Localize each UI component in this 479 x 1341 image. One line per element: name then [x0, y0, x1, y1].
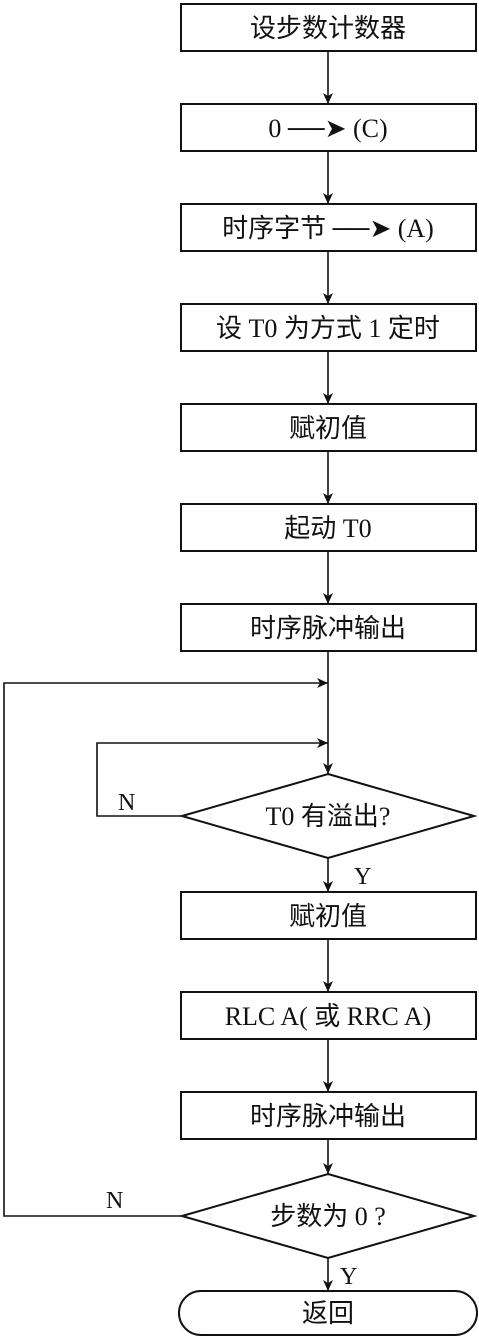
step-label-pulse-out-2: 时序脉冲输出 — [250, 1102, 406, 1131]
step-label-init-value-2: 赋初值 — [289, 902, 367, 931]
step-label-start-t0: 起动 T0 — [284, 514, 371, 543]
step-box-init-value-2 — [180, 891, 477, 940]
step-box-init-counter — [180, 3, 477, 52]
step-label-set-t0: 设 T0 为方式 1 定时 — [216, 314, 440, 343]
step-box-clear-c — [180, 103, 477, 152]
yes-label-steps-zero: Y — [340, 1264, 357, 1290]
terminal-label-return: 返回 — [302, 1299, 354, 1328]
step-label-init-value-1: 赋初值 — [289, 414, 367, 443]
step-box-pulse-out-2 — [180, 1091, 477, 1140]
step-box-start-t0 — [180, 503, 477, 552]
loop-no-t0-overflow — [96, 738, 328, 817]
step-label-clear-c: 0 ──➤ (C) — [268, 114, 387, 143]
no-label-steps-zero: N — [106, 1188, 123, 1214]
step-label-load-a: 时序字节 ──➤ (A) — [222, 214, 434, 243]
yes-label-t0-overflow: Y — [354, 864, 371, 890]
decision-label-t0-overflow: T0 有溢出? — [266, 802, 391, 831]
step-label-rotate: RLC A( 或 RRC A) — [225, 1002, 432, 1031]
decision-label-steps-zero: 步数为 0 ? — [270, 1202, 386, 1231]
loop-no-steps-zero — [3, 678, 328, 1217]
step-box-set-t0 — [180, 303, 477, 352]
no-label-t0-overflow: N — [118, 790, 135, 816]
step-label-pulse-out-1: 时序脉冲输出 — [250, 614, 406, 643]
step-label-init-counter: 设步数计数器 — [250, 14, 406, 43]
